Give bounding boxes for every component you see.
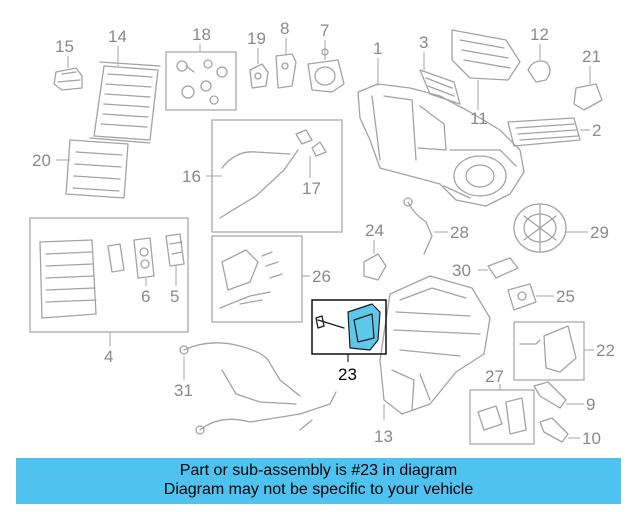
callout-24: 24 <box>365 221 384 240</box>
callout-11: 11 <box>470 109 488 128</box>
part-25-drawing <box>507 283 554 311</box>
banner-line-1: Part or sub-assembly is #23 in diagram <box>179 462 458 479</box>
part-23-box <box>311 299 387 355</box>
part-24-drawing <box>363 240 387 281</box>
part-13-drawing <box>379 275 491 420</box>
part-30-drawing <box>478 257 519 279</box>
part-23-drawing[interactable] <box>315 303 381 362</box>
callout-2: 2 <box>592 121 601 140</box>
part-16-drawing <box>206 129 327 219</box>
parts-diagram: 15 14 18 19 8 7 <box>29 19 615 448</box>
part-8-drawing <box>275 38 297 89</box>
callout-27: 27 <box>485 367 504 386</box>
callout-10: 10 <box>582 429 601 448</box>
callout-25: 25 <box>556 287 575 306</box>
part-31-drawing <box>179 342 337 435</box>
callout-9: 9 <box>586 395 595 414</box>
part-22-box <box>513 321 585 381</box>
part-7-drawing <box>307 40 345 93</box>
part-6-drawing <box>107 237 155 286</box>
part-10-drawing <box>539 417 580 443</box>
callout-23: 23 <box>338 365 357 384</box>
part-15-drawing <box>53 56 83 91</box>
callout-6: 6 <box>141 287 150 306</box>
part-4-drawing <box>39 239 111 346</box>
callout-7: 7 <box>320 21 329 40</box>
part-22-drawing <box>519 325 594 373</box>
callout-14: 14 <box>108 27 127 46</box>
part-14-drawing <box>89 46 161 144</box>
callout-8: 8 <box>280 19 289 38</box>
callout-28: 28 <box>450 223 469 242</box>
callout-19: 19 <box>247 29 266 48</box>
part-26-box <box>211 235 303 323</box>
callout-20: 20 <box>32 151 51 170</box>
part-2-drawing <box>507 117 590 147</box>
part-21-drawing <box>573 66 603 111</box>
info-banner: Part or sub-assembly is #23 in diagram D… <box>16 458 621 504</box>
part-5-drawing <box>165 233 185 286</box>
part-18-drawing <box>176 44 228 105</box>
callout-17: 17 <box>302 179 321 198</box>
banner-line-2: Diagram may not be specific to your vehi… <box>163 481 474 498</box>
part-29-drawing <box>513 203 588 253</box>
part-4-box <box>29 217 189 333</box>
callout-29: 29 <box>590 223 609 242</box>
callout-5: 5 <box>170 287 179 306</box>
part-26-drawing <box>219 249 310 309</box>
part-9-drawing <box>533 381 584 409</box>
callout-30: 30 <box>452 261 471 280</box>
part-1-drawing <box>357 58 525 207</box>
callout-21: 21 <box>582 47 601 66</box>
callout-26: 26 <box>312 267 331 286</box>
part-28-drawing <box>403 197 448 255</box>
callout-12: 12 <box>530 25 549 44</box>
part-18-box <box>165 51 237 111</box>
part-20-drawing <box>56 139 129 199</box>
callout-15: 15 <box>55 37 74 56</box>
part-12-drawing <box>527 44 551 83</box>
part-27-drawing <box>477 384 527 435</box>
callout-16: 16 <box>182 167 201 186</box>
part-3-drawing <box>419 52 461 105</box>
callout-18: 18 <box>192 25 211 44</box>
callout-3: 3 <box>419 33 428 52</box>
callout-13: 13 <box>374 427 393 446</box>
callout-4: 4 <box>104 347 113 366</box>
part-11-drawing <box>451 29 521 110</box>
callout-1: 1 <box>373 39 382 58</box>
part-19-drawing <box>249 48 269 89</box>
callout-31: 31 <box>174 381 193 400</box>
part-27-box <box>469 389 535 445</box>
callout-22: 22 <box>596 341 615 360</box>
